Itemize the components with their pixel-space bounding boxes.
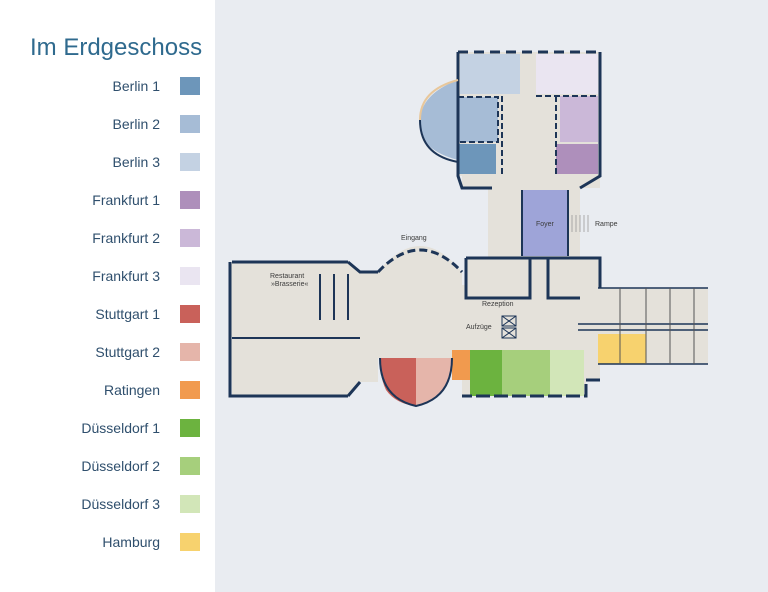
legend-item: Stuttgart 2 <box>0 342 205 364</box>
legend-swatch <box>180 229 200 247</box>
legend-item: Düsseldorf 3 <box>0 494 205 516</box>
label-rampe: Rampe <box>595 221 618 228</box>
legend-item: Düsseldorf 1 <box>0 418 205 440</box>
room-frankfurt-1 <box>556 144 598 174</box>
legend-swatch <box>180 115 200 133</box>
legend-item: Berlin 1 <box>0 76 205 98</box>
room-duesseldorf-2 <box>502 350 550 396</box>
label-rezeption: Rezeption <box>482 301 514 308</box>
room-duesseldorf-3 <box>550 350 584 396</box>
legend-title: Im Erdgeschoss <box>30 34 203 61</box>
legend-swatch <box>180 343 200 361</box>
room-duesseldorf-1 <box>470 350 502 396</box>
legend-item: Düsseldorf 2 <box>0 456 205 478</box>
legend-item-label: Stuttgart 2 <box>95 344 160 360</box>
legend-item-label: Düsseldorf 2 <box>81 458 160 474</box>
legend-item: Frankfurt 1 <box>0 190 205 212</box>
room-frankfurt-2 <box>560 96 598 142</box>
legend-item-label: Ratingen <box>103 382 160 398</box>
legend-swatch <box>180 495 200 513</box>
legend-swatch <box>180 533 200 551</box>
legend-item-label: Frankfurt 1 <box>92 192 160 208</box>
room-berlin-2-curve <box>419 80 458 160</box>
legend-item: Frankfurt 3 <box>0 266 205 288</box>
label-eingang: Eingang <box>401 235 427 242</box>
legend-swatch <box>180 419 200 437</box>
legend-item-label: Frankfurt 2 <box>92 230 160 246</box>
room-berlin-3 <box>460 54 520 94</box>
legend-item: Ratingen <box>0 380 205 402</box>
legend-swatch <box>180 191 200 209</box>
label-aufzuege: Aufzüge <box>466 324 492 331</box>
legend-item-label: Frankfurt 3 <box>92 268 160 284</box>
legend-item: Stuttgart 1 <box>0 304 205 326</box>
label-foyer: Foyer <box>536 221 555 228</box>
legend-item-label: Berlin 1 <box>112 78 160 94</box>
legend-item: Berlin 3 <box>0 152 205 174</box>
legend-item-label: Berlin 2 <box>112 116 160 132</box>
legend-swatch <box>180 77 200 95</box>
legend-item-label: Berlin 3 <box>112 154 160 170</box>
legend-swatch <box>180 381 200 399</box>
label-restaurant: Restaurant <box>270 273 304 280</box>
legend-item-label: Hamburg <box>102 534 160 550</box>
room-foyer <box>522 190 568 256</box>
room-stuttgart-2 <box>416 358 452 406</box>
restaurant-area <box>230 262 378 396</box>
legend-item: Hamburg <box>0 532 205 554</box>
legend-item-label: Düsseldorf 3 <box>81 496 160 512</box>
walls <box>228 50 708 408</box>
label-brasserie: »Brasserie« <box>271 281 308 288</box>
legend-panel: Im Erdgeschoss Berlin 1 Berlin 2 Berlin 3 F… <box>0 0 215 592</box>
floor-plan-map: Eingang Restaurant »Brasserie« Foyer Ram… <box>215 0 768 592</box>
legend-swatch <box>180 267 200 285</box>
east-corridor <box>578 318 708 334</box>
room-stuttgart-1 <box>380 358 416 406</box>
legend-swatch <box>180 153 200 171</box>
central-hall <box>378 190 600 396</box>
room-frankfurt-3 <box>536 54 598 94</box>
room-hamburg <box>598 334 646 364</box>
floor-plan-svg: Eingang Restaurant »Brasserie« Foyer Ram… <box>228 50 708 408</box>
legend-swatch <box>180 305 200 323</box>
legend-item: Berlin 2 <box>0 114 205 136</box>
room-berlin-1 <box>458 144 496 174</box>
elevators <box>501 315 517 339</box>
legend-item-label: Stuttgart 1 <box>95 306 160 322</box>
legend-item: Frankfurt 2 <box>0 228 205 250</box>
room-ratingen <box>452 350 470 380</box>
legend-swatch <box>180 457 200 475</box>
legend-item-label: Düsseldorf 1 <box>81 420 160 436</box>
ramp <box>571 215 589 232</box>
